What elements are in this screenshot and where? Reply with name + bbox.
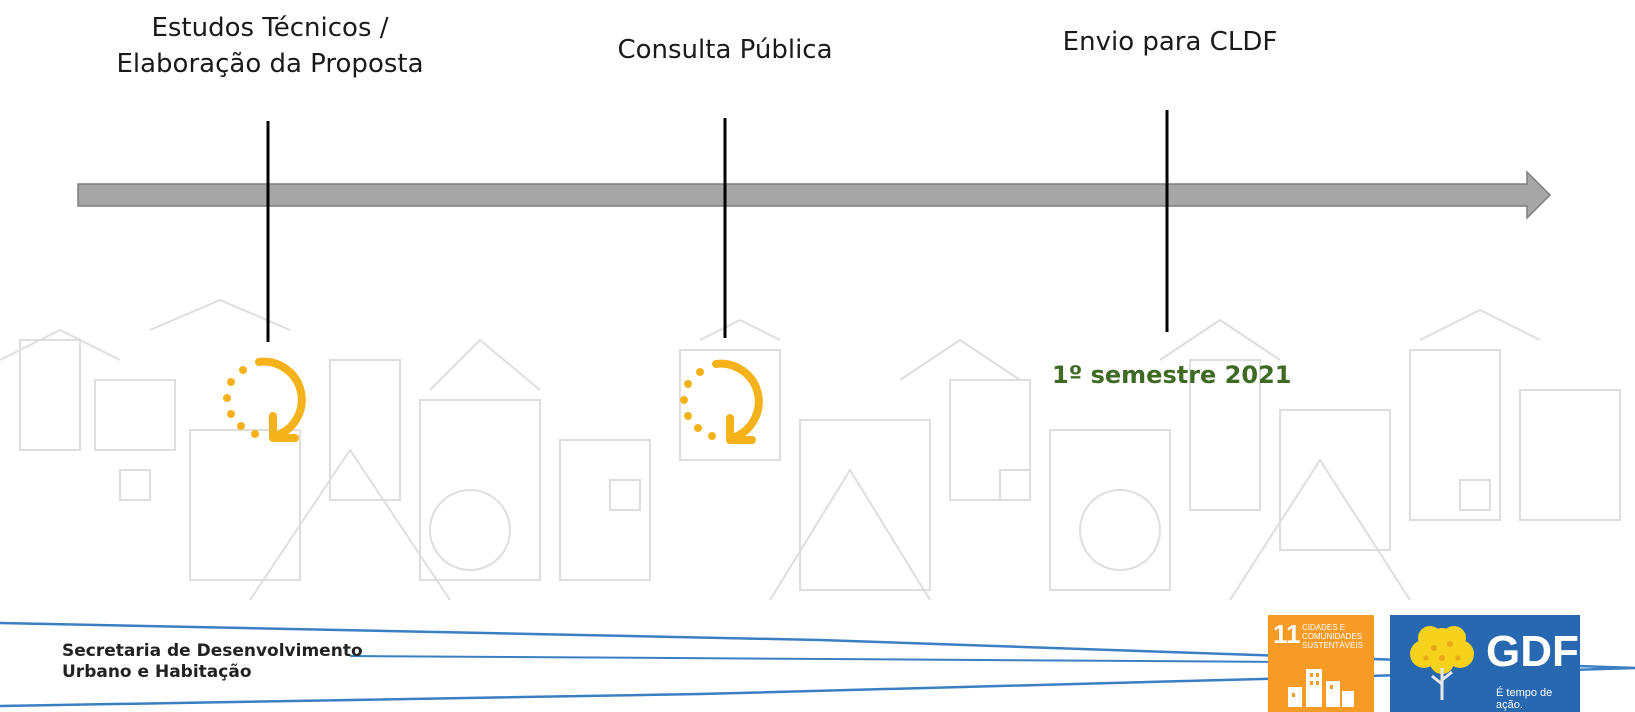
milestone-3-label: Envio para CLDF bbox=[1062, 27, 1278, 57]
ipe-tree-icon bbox=[1410, 626, 1474, 700]
ods-number: 11 bbox=[1273, 619, 1301, 649]
milestone-1-line2: Elaboração da Proposta bbox=[116, 49, 424, 79]
organization-name: Secretaria de Desenvolvimento Urbano e H… bbox=[62, 641, 363, 683]
city-buildings-icon bbox=[1288, 669, 1354, 707]
milestone-1-label: Estudos Técnicos / Elaboração da Propost… bbox=[90, 10, 450, 82]
ods-11-badge: 11 CIDADES E COMUNIDADES SUSTENTÁVEIS bbox=[1268, 615, 1374, 712]
gdf-logo: GDF É tempo de ação. bbox=[1390, 615, 1580, 712]
organization-line1: Secretaria de Desenvolvimento bbox=[62, 641, 363, 661]
milestone-3-date: 1º semestre 2021 bbox=[1052, 361, 1292, 389]
milestone-2-label: Consulta Pública bbox=[617, 35, 833, 65]
in-progress-icon bbox=[680, 359, 763, 444]
in-progress-icon bbox=[223, 357, 306, 442]
gdf-slogan: É tempo de ação. bbox=[1496, 687, 1553, 711]
ods-text: CIDADES E COMUNIDADES SUSTENTÁVEIS bbox=[1302, 623, 1363, 650]
milestone-1-line1: Estudos Técnicos / bbox=[151, 13, 389, 43]
organization-line2: Urbano e Habitação bbox=[62, 662, 252, 682]
gdf-name: GDF bbox=[1486, 627, 1579, 676]
